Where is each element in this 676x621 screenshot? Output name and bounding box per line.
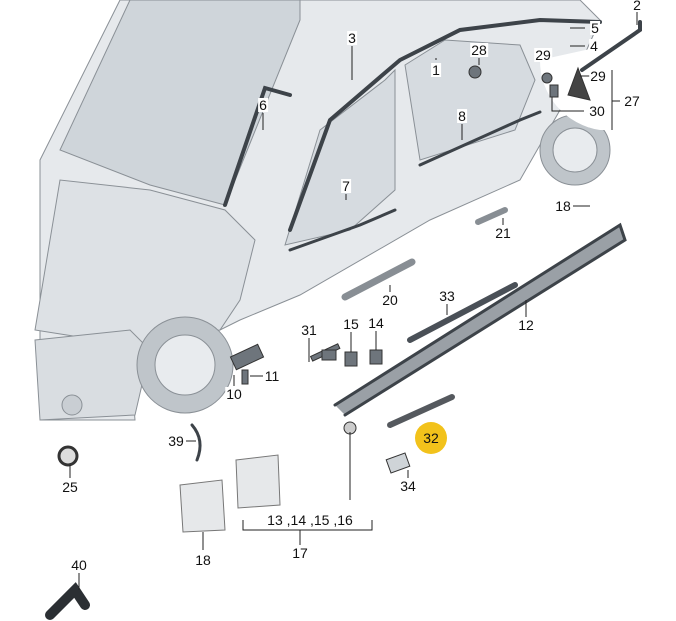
windshield — [59, 0, 301, 206]
part-40-tape — [45, 582, 90, 620]
callout-2: 2 — [632, 0, 642, 13]
part-27-triangle — [567, 66, 591, 101]
part-32-strip — [387, 394, 455, 428]
callout-7: 7 — [341, 178, 351, 194]
callout-1: 1 — [431, 62, 441, 78]
callout-20: 20 — [381, 292, 399, 308]
callout-15: 15 — [342, 316, 360, 332]
part-20-sill-plate — [341, 258, 416, 301]
detail-circle — [539, 30, 676, 130]
callout-13-16: 13 ,14 ,15 ,16 — [266, 512, 354, 528]
callout-12: 12 — [517, 317, 535, 333]
callout-29: 29 — [534, 47, 552, 63]
part-15-clip — [344, 351, 358, 367]
part-39-cable — [190, 423, 202, 462]
callout-40: 40 — [70, 557, 88, 573]
callout-11: 11 — [263, 368, 281, 384]
part-34 — [385, 452, 411, 474]
callout-31: 31 — [300, 322, 318, 338]
callout-21: 21 — [494, 225, 512, 241]
callout-28: 28 — [470, 42, 488, 58]
callout-34: 34 — [399, 478, 417, 494]
part-8-window-seal — [418, 110, 542, 167]
part-7-window-seal — [288, 208, 397, 252]
part-12-sill-panel — [333, 222, 627, 417]
callout-39: 39 — [167, 433, 185, 449]
callout-30: 30 — [588, 103, 606, 119]
part-28-screw — [468, 65, 482, 79]
part-30-clip — [549, 84, 559, 98]
part-2-strip — [580, 20, 642, 72]
callout-5: 5 — [590, 20, 600, 36]
callout-29b: 29 — [589, 68, 607, 84]
callout-8: 8 — [457, 108, 467, 124]
callout-4: 4 — [589, 38, 599, 54]
part-6-a-pillar-trim — [223, 85, 292, 207]
fog-light — [61, 394, 83, 416]
callout-6: 6 — [258, 97, 268, 113]
callout-18: 18 — [554, 198, 572, 214]
callout-32-label: 32 — [423, 430, 439, 446]
callout-32-highlighted[interactable]: 32 — [415, 422, 447, 454]
part-1-roof-moulding — [288, 17, 602, 232]
part-33-strip — [407, 282, 518, 343]
callout-10: 10 — [225, 386, 243, 402]
bag-13-16 — [235, 454, 281, 509]
bag-18 — [179, 479, 226, 533]
callout-14: 14 — [367, 315, 385, 331]
part-29-nut — [541, 72, 553, 84]
callout-25: 25 — [61, 479, 79, 495]
part-11-screw — [241, 369, 249, 385]
part-10-bracket — [229, 343, 265, 371]
callout-3: 3 — [347, 30, 357, 46]
callout-33: 33 — [438, 288, 456, 304]
part-25-ring — [57, 445, 79, 467]
front-bumper — [34, 329, 151, 421]
part-14-clip — [369, 349, 383, 365]
callout-17: 17 — [291, 545, 309, 561]
part-13-clip — [321, 349, 337, 361]
callout-27: 27 — [623, 93, 641, 109]
callout-18b: 18 — [194, 552, 212, 568]
part-21-sill-plate — [475, 207, 508, 225]
